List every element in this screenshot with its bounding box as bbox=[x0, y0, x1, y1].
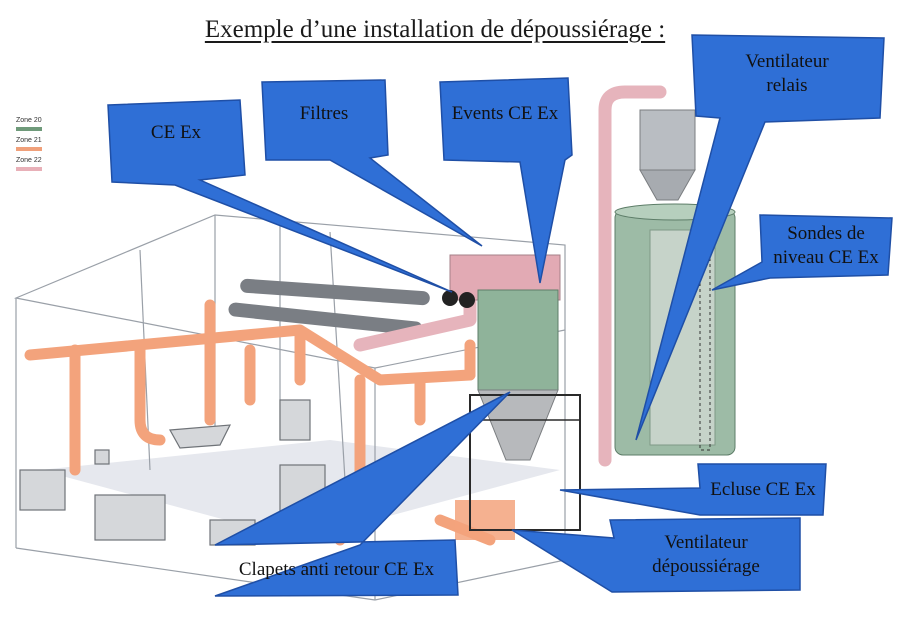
legend-zone-21-label: Zone 21 bbox=[16, 137, 42, 144]
legend-zone-21-swatch bbox=[16, 147, 42, 151]
callout-filtres-shape bbox=[261, 79, 483, 247]
callout-clapets-shape bbox=[214, 391, 511, 597]
filter-port-2 bbox=[459, 292, 475, 308]
legend-zone-20-swatch bbox=[16, 127, 42, 131]
callout-ce-ex-shape bbox=[107, 99, 453, 293]
fan-dedust-zone21 bbox=[455, 500, 515, 540]
callout-ventilateur-depoussierage-shape bbox=[511, 517, 801, 593]
filter-cylinders bbox=[228, 278, 430, 336]
callout-sondes-shape bbox=[711, 214, 893, 291]
filter-port-1 bbox=[442, 290, 458, 306]
callouts bbox=[107, 34, 893, 597]
callout-ecluse-shape bbox=[559, 463, 827, 516]
legend-zone-20-label: Zone 20 bbox=[16, 117, 42, 124]
legend-zone-22-swatch bbox=[16, 167, 42, 171]
workshop-machines bbox=[19, 399, 326, 546]
diagram-title: Exemple d’une installation de dépoussiér… bbox=[204, 16, 666, 43]
dust-collector bbox=[469, 289, 581, 531]
legend-zone-22-label: Zone 22 bbox=[16, 157, 42, 164]
callout-ventilateur-relais-shape bbox=[635, 34, 885, 441]
callout-events-shape bbox=[439, 77, 573, 284]
